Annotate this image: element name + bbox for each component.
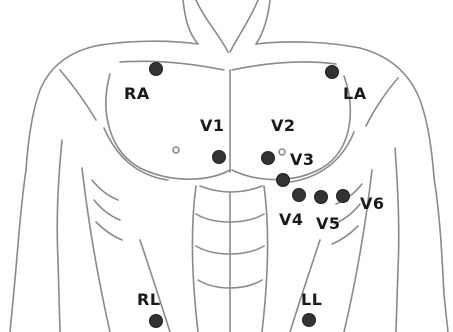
ra-label: RA [124,86,150,102]
rl-label: RL [137,292,161,308]
v3-label: V3 [290,152,315,168]
v6-electrode [337,190,349,202]
v1-electrode [213,151,225,163]
v5-electrode [315,191,327,203]
ra-electrode [150,63,162,75]
ll-electrode [303,314,315,326]
rl-electrode [150,315,162,327]
v2-electrode [262,152,274,164]
v6-label: V6 [360,196,385,212]
la-label: LA [343,86,367,102]
v5-label: V5 [316,216,341,232]
ll-label: LL [301,292,322,308]
v2-label: V2 [271,118,296,134]
la-electrode [326,66,338,78]
v1-label: V1 [200,118,225,134]
v3-electrode [277,174,289,186]
v4-label: V4 [279,212,304,228]
v4-electrode [293,189,305,201]
